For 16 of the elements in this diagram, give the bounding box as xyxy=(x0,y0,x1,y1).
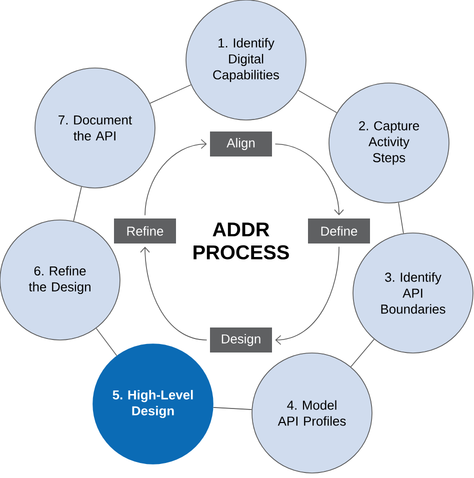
connector-line xyxy=(350,338,374,368)
connector-line xyxy=(398,202,404,234)
cycle-arrow xyxy=(144,139,207,216)
connector-line xyxy=(73,186,82,222)
cycle-arrow xyxy=(275,246,340,345)
center-title: ADDR PROCESS xyxy=(194,222,289,260)
connector-line xyxy=(212,407,252,410)
phase-box: Design xyxy=(210,328,272,352)
connector-line xyxy=(298,90,338,114)
phase-box: Refine xyxy=(114,218,176,244)
cycle-arrow xyxy=(140,246,208,340)
connector-line xyxy=(96,328,118,356)
connector-line xyxy=(150,84,192,104)
phase-box: Align xyxy=(210,132,272,156)
phase-box: Define xyxy=(308,218,370,244)
cycle-arrow xyxy=(274,144,344,216)
